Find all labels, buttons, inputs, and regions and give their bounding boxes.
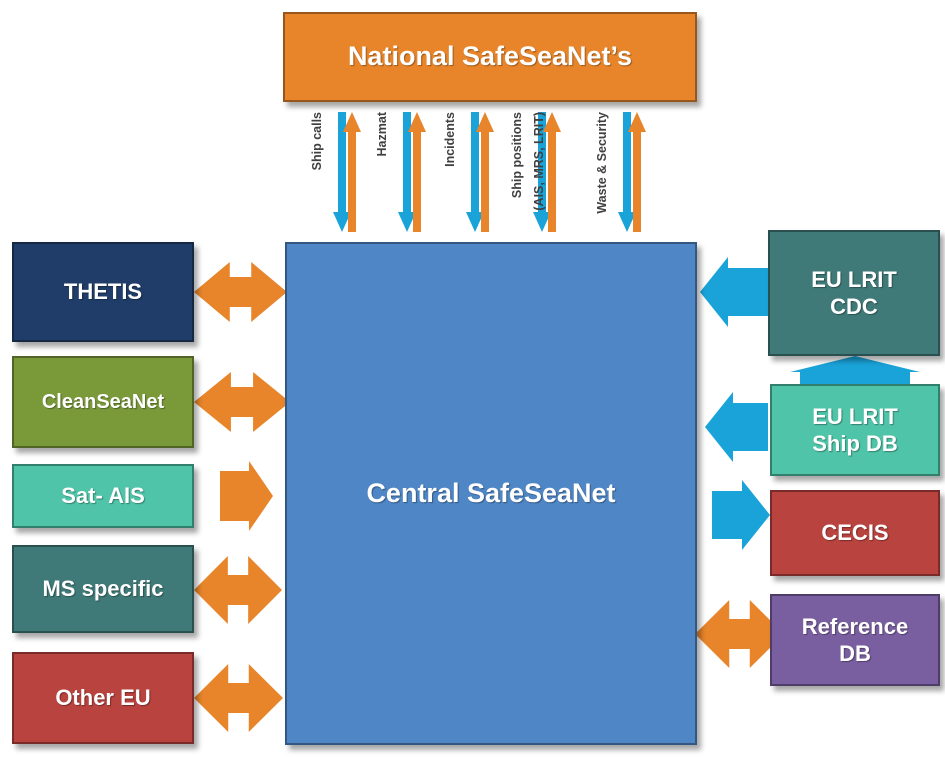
reference-db-bidirectional-arrow (695, 600, 784, 668)
flow-3-up-arrow (476, 112, 494, 232)
cleanseanet-bidirectional-arrow (194, 372, 290, 432)
cleanseanet-box: CleanSeaNet (12, 356, 194, 448)
flow-3-down-arrow (466, 112, 484, 232)
eu-lrit-cdc-box: EU LRIT CDC (768, 230, 940, 356)
ms-specific-box: MS specific (12, 545, 194, 633)
central-safeseanet-box: Central SafeSeaNet (285, 242, 697, 745)
cecis-label: CECIS (821, 520, 889, 546)
flow-2-up-arrow (408, 112, 426, 232)
flow-1-label: Ship calls (310, 112, 324, 170)
sat-ais-box: Sat- AIS (12, 464, 194, 528)
flow-3-label: Incidents (443, 112, 457, 167)
flow-1-up-arrow (343, 112, 361, 232)
flow-2-down-arrow (398, 112, 416, 232)
flow-5-down-arrow (618, 112, 636, 232)
cleanseanet-label: CleanSeaNet (41, 390, 165, 413)
sat-ais-label: Sat- AIS (61, 483, 145, 509)
national-safeseanet-box: National SafeSeaNet’s (283, 12, 697, 102)
flow-1-down-arrow (333, 112, 351, 232)
flow-4-label: Ship positions (510, 112, 524, 198)
ms-specific-label: MS specific (42, 576, 164, 602)
flow-5-label: Waste & Security (595, 112, 609, 214)
sat-ais-inbound-arrow (220, 461, 273, 531)
cecis-box: CECIS (770, 490, 940, 576)
eu-lrit-ship-db-label: EU LRIT Ship DB (812, 403, 898, 457)
cecis-outbound-arrow (712, 480, 770, 550)
thetis-box: THETIS (12, 242, 194, 342)
ms-specific-bidirectional-arrow (194, 556, 282, 624)
thetis-label: THETIS (63, 279, 143, 305)
other-eu-label: Other EU (55, 685, 151, 711)
other-eu-box: Other EU (12, 652, 194, 744)
flow-4-down-arrow (533, 112, 551, 232)
flow-4-up-arrow (543, 112, 561, 232)
reference-db-label: Reference DB (801, 613, 909, 667)
flow-2-label: Hazmat (375, 111, 389, 156)
central-safeseanet-label: Central SafeSeaNet (366, 477, 616, 508)
thetis-bidirectional-arrow (194, 262, 287, 322)
flow-5-up-arrow (628, 112, 646, 232)
eu-lrit-cdc-inbound-arrow (700, 257, 768, 327)
national-safeseanet-label: National SafeSeaNet’s (347, 41, 633, 72)
ship-db-to-cdc-arrow (790, 356, 920, 384)
other-eu-bidirectional-arrow (194, 664, 283, 732)
flow-4-sublabel: (AIS, MRS, LRIT) (532, 112, 546, 211)
eu-lrit-cdc-label: EU LRIT CDC (811, 266, 897, 320)
eu-lrit-ship-db-inbound-arrow (705, 392, 768, 462)
reference-db-box: Reference DB (770, 594, 940, 686)
eu-lrit-ship-db-box: EU LRIT Ship DB (770, 384, 940, 476)
